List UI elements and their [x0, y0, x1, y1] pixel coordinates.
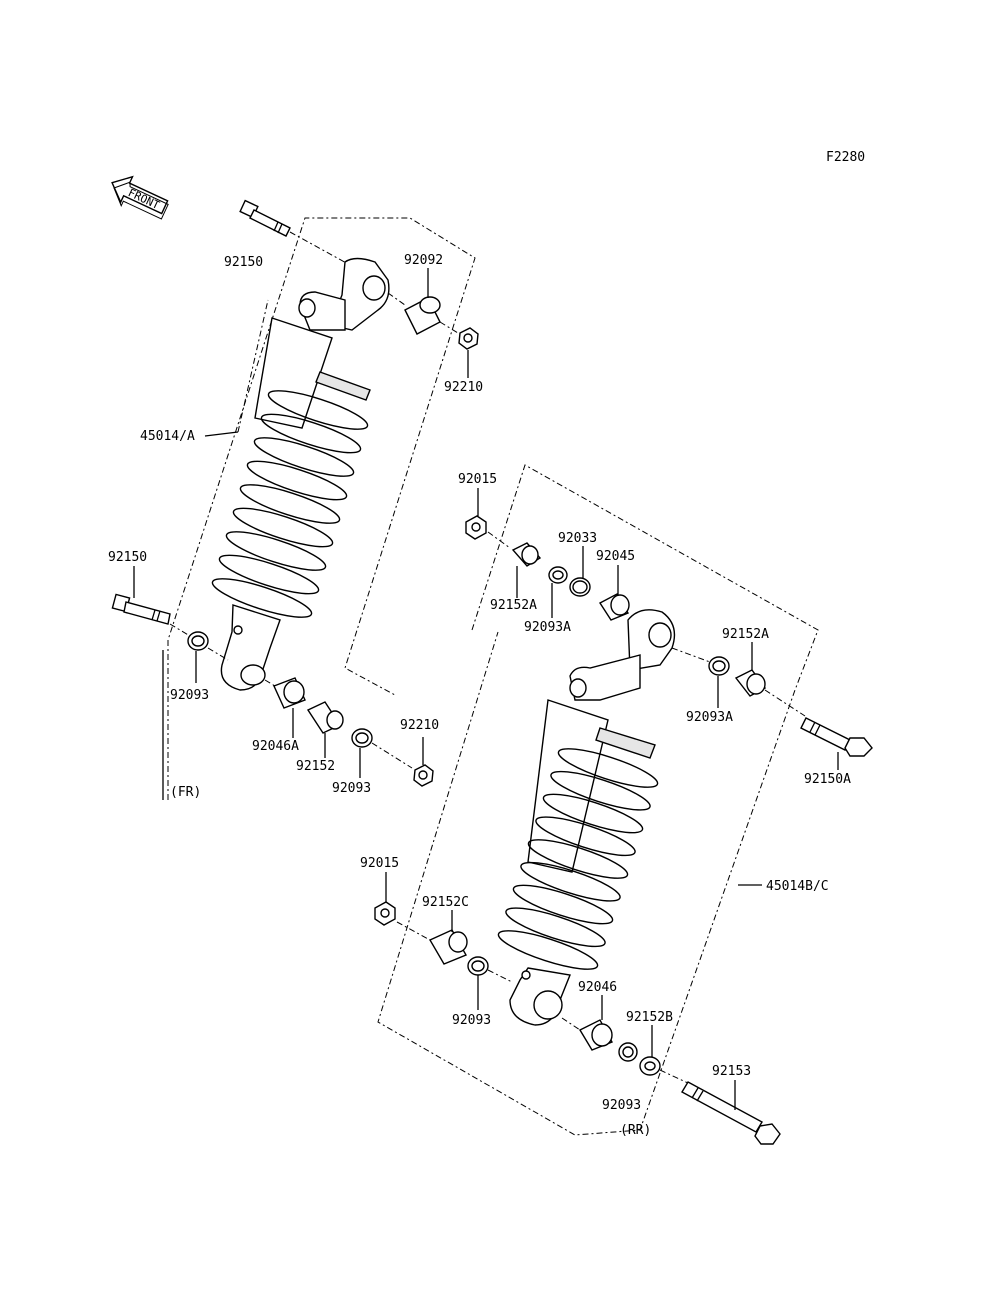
bolt-92150A	[800, 717, 873, 757]
label-45014BC: 45014B/C	[766, 879, 829, 894]
label-45014A: 45014/A	[140, 429, 195, 444]
label-92210-low: 92210	[400, 718, 439, 733]
label-92152: 92152	[296, 759, 335, 774]
label-92152A-left: 92152A	[490, 598, 537, 613]
label-92153: 92153	[712, 1064, 751, 1079]
figure-code: F2280	[826, 150, 865, 165]
spring-coil	[267, 390, 369, 430]
label-92150-mid: 92150	[108, 550, 147, 565]
front-frame-inner	[237, 299, 269, 433]
label-92046A: 92046A	[252, 739, 299, 754]
label-92210-top: 92210	[444, 380, 483, 395]
bushing-92092	[404, 296, 441, 335]
collar-92152A-right	[734, 669, 767, 697]
label-92045: 92045	[596, 549, 635, 564]
label-92093A-left: 92093A	[524, 620, 571, 635]
sleeve-92152C	[429, 929, 468, 965]
label-92093-fr1: 92093	[170, 688, 209, 703]
label-92015-low: 92015	[360, 856, 399, 871]
label-92046: 92046	[578, 980, 617, 995]
spring-coil	[520, 861, 621, 902]
front-direction-icon: FRONT	[111, 175, 169, 220]
spring-coil	[211, 578, 313, 618]
label-92152B: 92152B	[626, 1010, 673, 1025]
washer-92093-rr2	[618, 1042, 638, 1062]
label-92093A-right: 92093A	[686, 710, 733, 725]
nut-92015-low	[374, 901, 396, 926]
nut-92015-top	[465, 515, 487, 540]
rear-group-frame	[377, 464, 819, 1136]
spring-coil	[557, 748, 659, 788]
collar-92152A-left	[511, 542, 542, 567]
spring-coil	[542, 793, 644, 834]
washer-92093A-left	[548, 566, 568, 584]
label-92093-rr1: 92093	[452, 1013, 491, 1028]
label-92015-top: 92015	[458, 472, 497, 487]
spring-coil	[512, 884, 614, 925]
spring-coil	[535, 816, 636, 857]
front-shock-absorber	[211, 257, 390, 691]
collar-92152B	[639, 1056, 661, 1076]
bolt-92153	[681, 1081, 781, 1145]
label-92152C: 92152C	[422, 895, 469, 910]
label-92150-top: 92150	[224, 255, 263, 270]
spring-coil	[253, 437, 355, 477]
spring-coil	[232, 507, 334, 548]
label-rr-group: (RR)	[620, 1123, 651, 1138]
label-92150A: 92150A	[804, 772, 851, 787]
label-92092: 92092	[404, 253, 443, 268]
circlip-92033	[569, 577, 591, 597]
label-92093-rr2: 92093	[602, 1098, 641, 1113]
front-group-frame	[167, 217, 476, 800]
bearing-92045	[598, 593, 630, 621]
nut-92210-top	[458, 327, 479, 350]
collar-92046	[579, 1019, 613, 1051]
label-92033: 92033	[558, 531, 597, 546]
spring-coil	[246, 460, 348, 501]
spring-coil	[505, 907, 606, 948]
collar-92046A	[273, 677, 306, 709]
spring-coil	[550, 770, 651, 811]
bolt-92150-mid	[111, 593, 171, 625]
washer-92093A-right	[708, 656, 730, 676]
label-92093-fr2: 92093	[332, 781, 371, 796]
bolt-92150-top	[239, 199, 291, 237]
part-labels: 92150 92092 92210 45014/A 92150 92093 92…	[108, 253, 851, 1138]
sleeve-92152	[306, 701, 344, 734]
washer-92093-fr2	[351, 728, 373, 748]
nut-92210-low	[413, 764, 434, 787]
label-92152A-right: 92152A	[722, 627, 769, 642]
washer-92093-fr1	[187, 631, 209, 651]
spring-coil	[239, 484, 341, 524]
spring-coil	[218, 554, 320, 595]
spring-coil	[260, 413, 362, 454]
spring-coil	[225, 531, 327, 571]
spring-coil	[497, 930, 599, 970]
spring-coil	[527, 839, 629, 879]
rear-shock-absorber	[497, 609, 676, 1026]
washer-92093-rr1	[467, 956, 489, 976]
leader-dash	[289, 231, 351, 266]
label-fr-group: (FR)	[170, 785, 201, 800]
